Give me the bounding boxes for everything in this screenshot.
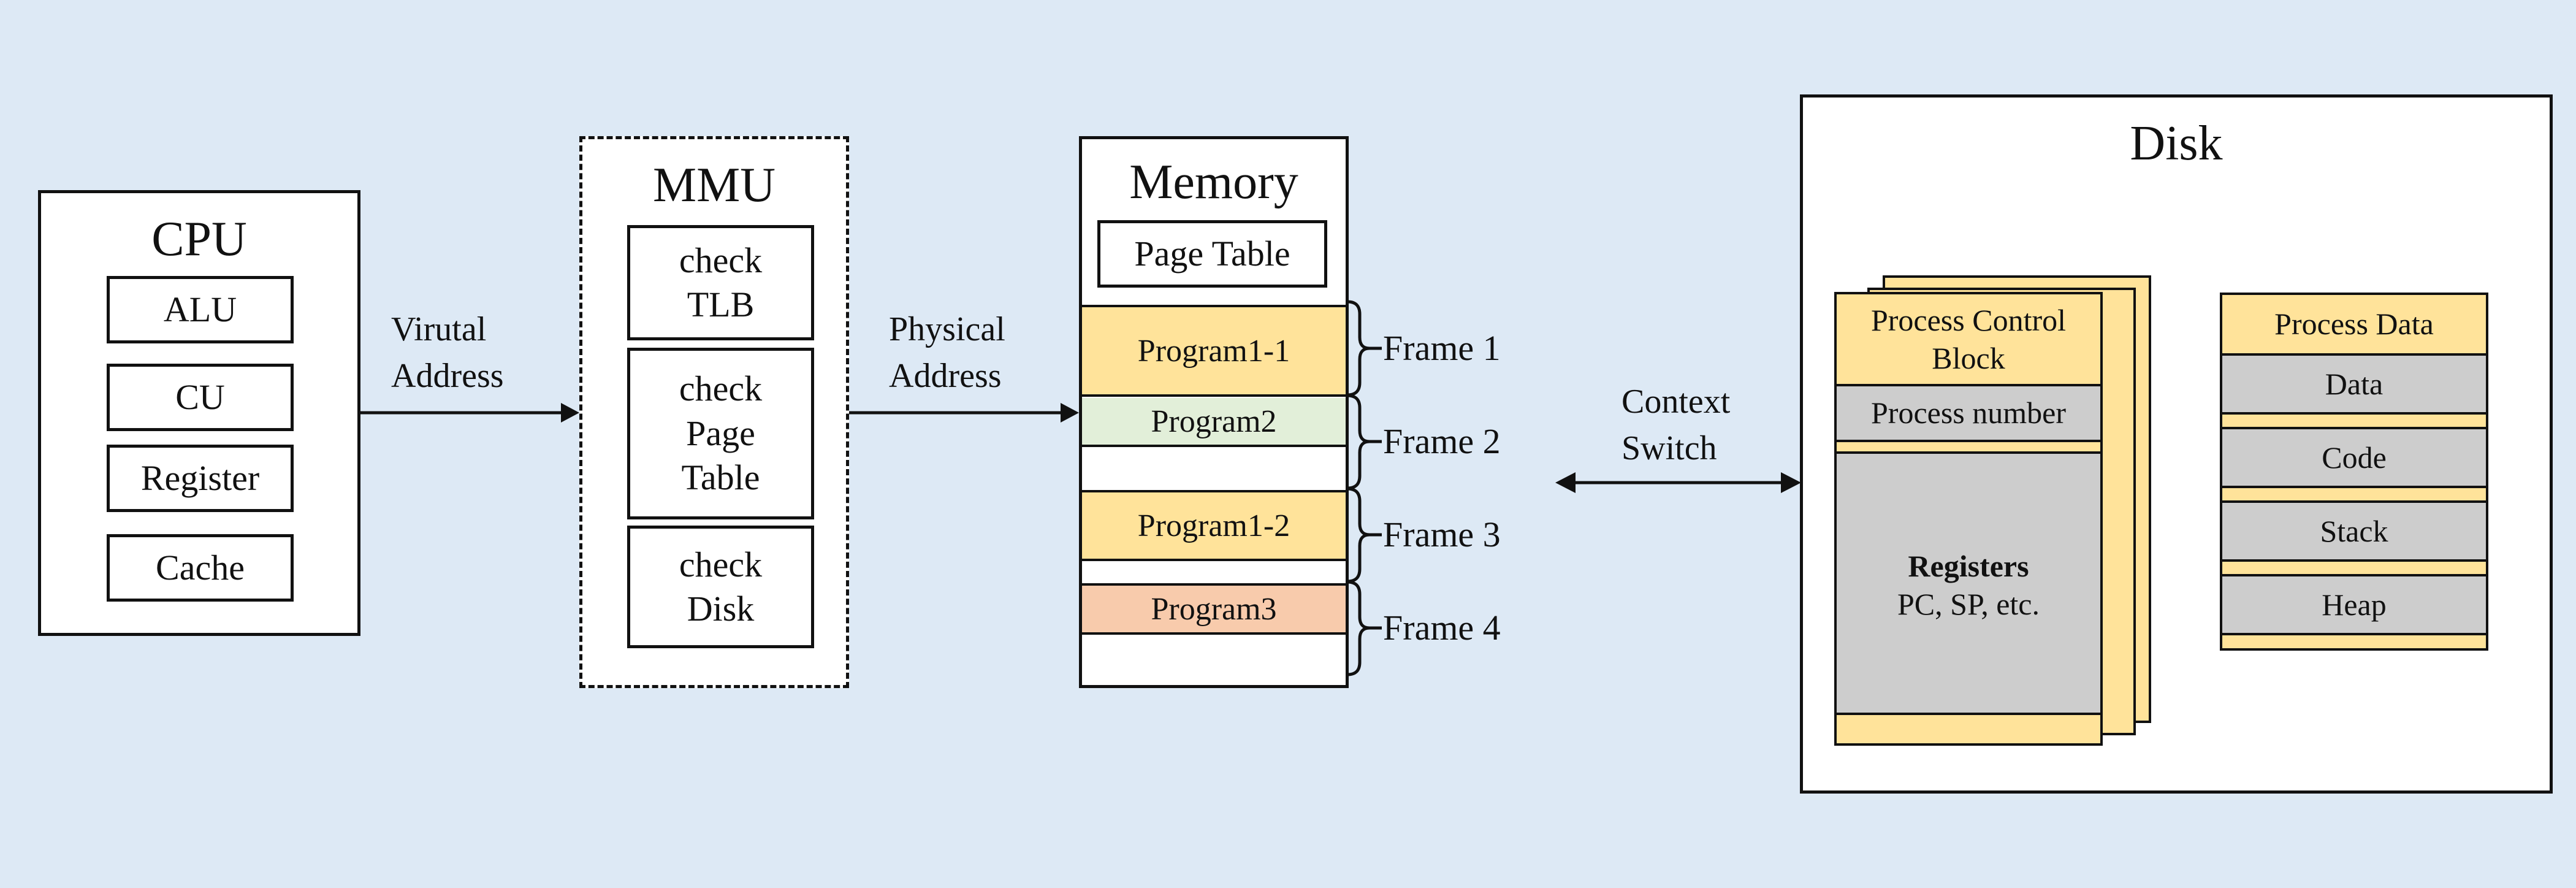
process-data-segment-heap: Heap [2222,574,2486,635]
mmu-step-check-disk: check Disk [627,526,814,648]
pcb-registers-detail: PC, SP, etc. [1897,586,2040,621]
memory-frame-program3: Program3 [1082,586,1346,635]
context-switch-label: Context Switch [1621,383,1731,467]
disk-box: Disk Process Control Block Process numbe… [1800,94,2553,794]
pcb-registers: Registers PC, SP, etc. [1837,451,2100,715]
process-data-segment-code: Code [2222,427,2486,488]
context-switch-arrowhead-right [1781,472,1801,493]
page-table-box: Page Table [1097,220,1327,288]
memory-box: Memory Page Table Program1-1 Program2 Pr… [1079,136,1349,688]
mmu-step-check-tlb: check TLB [627,225,814,340]
process-data-box: Process Data Data Code Stack Heap [2220,293,2488,651]
cpu-component-alu: ALU [107,276,294,343]
physical-address-label: Physical Address [889,310,1005,395]
pcb-process-number: Process number [1837,384,2100,442]
physical-address-arrowhead [1061,403,1079,423]
cpu-title: CPU [151,212,247,266]
memory-frame-program1-1: Program1-1 [1082,305,1346,397]
frame-4-label: Frame 4 [1383,608,1501,648]
frame-2-label: Frame 2 [1383,421,1501,461]
memory-frame-program1-2: Program1-2 [1082,492,1346,561]
memory-divider [1082,583,1346,586]
frame-1-brace [1347,300,1370,397]
frame-1-label: Frame 1 [1383,328,1501,368]
process-data-segment-stack: Stack [2222,500,2486,562]
virtual-address-arrowhead [561,403,579,423]
cpu-box: CPU ALU CU Register Cache [38,190,360,636]
cpu-component-register: Register [107,445,294,512]
context-switch-arrowhead-left [1555,472,1576,493]
disk-title: Disk [2130,117,2223,170]
memory-frame-program2: Program2 [1082,398,1346,447]
memory-divider [1082,490,1346,492]
frame-3-brace [1347,487,1370,583]
process-data-title: Process Data [2274,307,2434,342]
pcb-registers-title: Registers [1908,548,2029,583]
mmu-step-check-page-table: check Page Table [627,348,814,519]
frame-2-brace [1347,394,1370,490]
mmu-box: MMU check TLB check Page Table check Dis… [579,136,849,688]
cpu-component-cache: Cache [107,534,294,602]
frame-4-brace [1347,580,1370,676]
mmu-title: MMU [652,158,776,212]
cpu-component-cu: CU [107,364,294,431]
process-data-segment-data: Data [2222,353,2486,415]
frame-3-label: Frame 3 [1383,515,1501,554]
virtual-address-label: Virutal Address [391,310,504,395]
pcb-title: Process Control Block [1870,302,2067,376]
memory-title: Memory [1129,155,1298,209]
pcb-box: Process Control Block Process number Reg… [1834,292,2103,746]
